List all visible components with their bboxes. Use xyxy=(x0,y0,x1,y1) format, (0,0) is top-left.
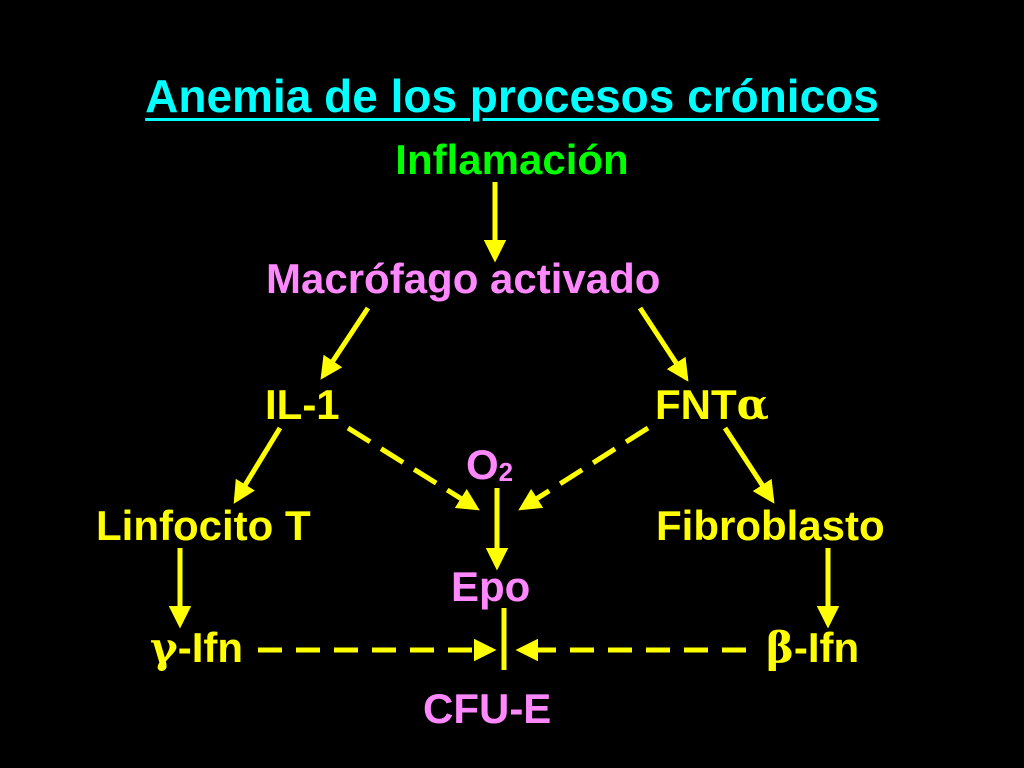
slide-subtitle: Inflamación xyxy=(395,136,629,183)
node-fnt-alpha: FNTα xyxy=(655,384,769,426)
node-o2: O2 xyxy=(466,444,513,486)
o2-text: O xyxy=(466,441,499,488)
gamma-symbol: γ xyxy=(150,623,178,672)
arrow-fnt-fibroblasto xyxy=(722,426,775,504)
arrow-fnt-epo-dashed xyxy=(518,425,650,511)
gamma-ifn-text: -Ifn xyxy=(177,624,244,671)
arrow-macrofago-fnt xyxy=(637,306,689,382)
fnt-text: FNT xyxy=(655,381,737,428)
o2-subscript: 2 xyxy=(498,457,514,487)
beta-ifn-text: -Ifn xyxy=(793,624,860,671)
node-macrofago: Macrófago activado xyxy=(266,255,661,302)
arrow-macrofago-il1 xyxy=(320,306,371,380)
node-epo: Epo xyxy=(451,563,531,610)
node-cfue: CFU-E xyxy=(423,685,552,732)
slide-title: Anemia de los procesos crónicos xyxy=(145,70,879,122)
node-gamma-ifn: γ-Ifn xyxy=(150,627,243,669)
node-beta-ifn: β-Ifn xyxy=(766,627,859,669)
arrow-il1-epo-dashed xyxy=(346,425,480,511)
arrow-il1-linfocito xyxy=(233,426,283,504)
beta-symbol: β xyxy=(766,623,794,672)
node-il1: IL-1 xyxy=(265,381,340,428)
node-linfocito-t: Linfocito T xyxy=(96,502,311,549)
alpha-symbol: α xyxy=(736,380,769,429)
node-fibroblasto: Fibroblasto xyxy=(656,502,885,549)
